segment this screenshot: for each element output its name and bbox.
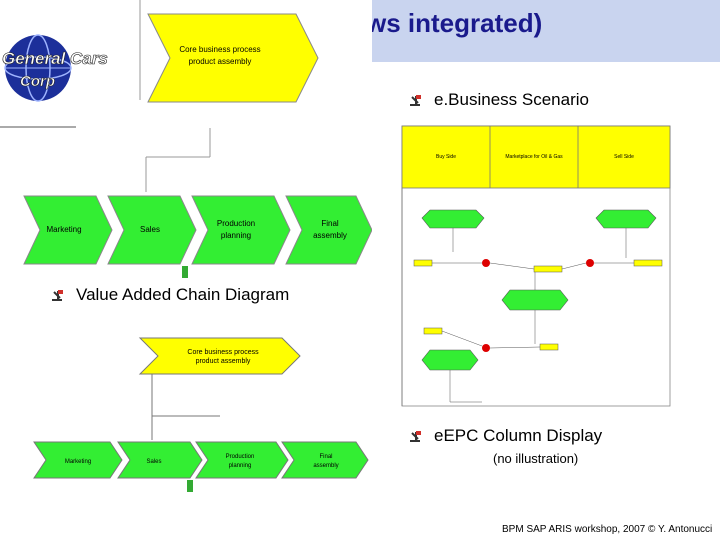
bullet-icon <box>50 289 63 301</box>
svg-text:Production: Production <box>226 454 255 460</box>
slide-title: ws integrated) <box>366 8 543 38</box>
column-buy-side: Buy Side <box>436 154 456 160</box>
event-shape <box>595 209 657 229</box>
bottom-core-process-shape: Core business process product assembly <box>138 337 301 375</box>
event-shape <box>421 349 479 371</box>
bottom-diagram-canvas: Core business process product assembly M… <box>33 337 369 492</box>
bottom-chain-marketing-label: Marketing <box>65 459 91 465</box>
top-chain-sales: Sales <box>107 195 197 265</box>
connector-operator <box>482 344 490 352</box>
function-shape <box>413 259 433 267</box>
eepc-note: (no illustration) <box>493 451 579 466</box>
footer-credit: BPM SAP ARIS workshop, 2007 © Y. Antonuc… <box>502 524 713 535</box>
top-diagram-canvas: General Cars Corp Core business process … <box>0 0 373 278</box>
top-chain-marketing-label: Marketing <box>46 225 81 234</box>
top-chain-marketing: Marketing <box>23 195 113 265</box>
bottom-chain-sales-label: Sales <box>146 459 161 465</box>
top-core-process-shape: Core business process product assembly <box>147 13 319 103</box>
svg-text:assembly: assembly <box>313 231 347 240</box>
logo-text: General Cars <box>2 49 108 68</box>
svg-text:Final: Final <box>321 219 339 228</box>
connector-operator <box>586 259 594 267</box>
ebusiness-diagram: Buy Side Marketplace for Oil & Gas Sell … <box>401 125 671 407</box>
svg-text:Corp: Corp <box>20 73 55 90</box>
bottom-core-process-line2: product assembly <box>196 358 251 365</box>
svg-text:assembly: assembly <box>313 463 338 469</box>
company-logo: General Cars Corp <box>0 0 108 128</box>
top-chain-production-planning: Production planning <box>191 195 291 265</box>
function-shape <box>633 259 663 267</box>
function-shape <box>423 327 443 335</box>
bottom-connector-marker-icon <box>187 480 193 492</box>
ebusiness-heading: e.Business Scenario <box>434 90 589 109</box>
bottom-chain-marketing: Marketing <box>33 441 123 479</box>
event-shape <box>501 289 569 311</box>
top-core-process-line2: product assembly <box>189 57 252 66</box>
top-core-process-line1: Core business process <box>179 45 260 54</box>
event-shape <box>421 209 485 229</box>
bottom-chain-sales: Sales <box>117 441 203 479</box>
connector-marker-icon <box>182 266 188 278</box>
bullet-icon <box>408 430 421 442</box>
value-added-heading: Value Added Chain Diagram <box>76 285 290 304</box>
svg-text:planning: planning <box>221 231 251 240</box>
bottom-chain-final-assembly: Final assembly <box>281 441 369 479</box>
bottom-core-process-line1: Core business process <box>187 349 259 356</box>
function-shape <box>533 265 563 273</box>
top-chain-final-assembly: Final assembly <box>285 195 373 265</box>
connector-operator <box>482 259 490 267</box>
svg-text:Production: Production <box>217 219 255 228</box>
top-diagram-panel: General Cars Corp Core business process … <box>0 0 373 278</box>
svg-text:planning: planning <box>229 463 252 469</box>
eepc-heading: eEPC Column Display <box>434 426 603 445</box>
svg-text:Final: Final <box>319 454 332 460</box>
top-chain-sales-label: Sales <box>140 225 160 234</box>
bullet-icon <box>408 94 421 106</box>
column-sell-side: Sell Side <box>614 154 634 160</box>
bottom-chain-production-planning: Production planning <box>195 441 289 479</box>
function-shape <box>539 343 559 351</box>
column-marketplace: Marketplace for Oil & Gas <box>505 154 563 160</box>
